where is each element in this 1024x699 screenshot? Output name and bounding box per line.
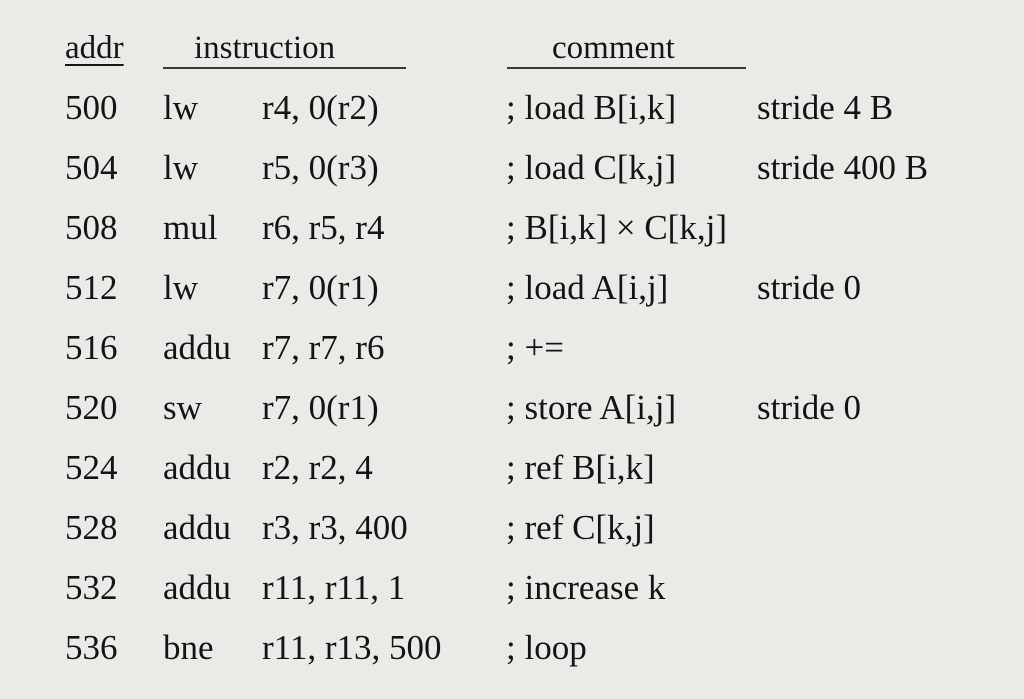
row-addr: 536 <box>65 628 118 667</box>
row-operands: r4, 0(r2) <box>262 88 379 127</box>
row-comment: ; += <box>506 328 564 367</box>
row-opcode: addu <box>163 448 232 487</box>
row-operands: r11, r11, 1 <box>262 568 406 607</box>
row-addr: 500 <box>65 88 118 127</box>
row-comment: ; load A[i,j] <box>506 268 669 307</box>
row-addr: 512 <box>65 268 118 307</box>
row-comment: ; B[i,k] × C[k,j] <box>506 208 727 247</box>
row-stride: stride 4 B <box>757 88 894 127</box>
table-row: 520 sw r7, 0(r1) ; store A[i,j] stride 0 <box>0 378 1024 438</box>
table-row: 516 addu r7, r7, r6 ; += <box>0 318 1024 378</box>
row-operands: r5, 0(r3) <box>262 148 379 187</box>
table-row: 508 mul r6, r5, r4 ; B[i,k] × C[k,j] <box>0 198 1024 258</box>
row-opcode: sw <box>163 388 202 427</box>
row-comment: ; load C[k,j] <box>506 148 677 187</box>
row-addr: 504 <box>65 148 118 187</box>
row-addr: 516 <box>65 328 118 367</box>
table-row: 524 addu r2, r2, 4 ; ref B[i,k] <box>0 438 1024 498</box>
row-stride: stride 400 B <box>757 148 929 187</box>
header-comment: comment <box>552 30 675 66</box>
row-stride: stride 0 <box>757 268 862 307</box>
row-comment: ; ref C[k,j] <box>506 508 655 547</box>
table-row: 532 addu r11, r11, 1 ; increase k <box>0 558 1024 618</box>
row-addr: 524 <box>65 448 118 487</box>
table-row: 528 addu r3, r3, 400 ; ref C[k,j] <box>0 498 1024 558</box>
row-operands: r3, r3, 400 <box>262 508 408 547</box>
row-comment: ; loop <box>506 628 587 667</box>
row-operands: r7, 0(r1) <box>262 388 379 427</box>
row-operands: r6, r5, r4 <box>262 208 385 247</box>
row-comment: ; increase k <box>506 568 666 607</box>
row-stride: stride 0 <box>757 388 862 427</box>
table-row: 500 lw r4, 0(r2) ; load B[i,k] stride 4 … <box>0 78 1024 138</box>
row-addr: 532 <box>65 568 118 607</box>
row-opcode: addu <box>163 328 232 367</box>
row-opcode: addu <box>163 568 232 607</box>
row-operands: r2, r2, 4 <box>262 448 373 487</box>
row-comment: ; store A[i,j] <box>506 388 677 427</box>
row-opcode: mul <box>163 208 218 247</box>
header-comment-rule <box>507 67 746 69</box>
table-row: 512 lw r7, 0(r1) ; load A[i,j] stride 0 <box>0 258 1024 318</box>
header-instruction-rule <box>163 67 406 69</box>
row-opcode: lw <box>163 88 198 127</box>
table-row: 504 lw r5, 0(r3) ; load C[k,j] stride 40… <box>0 138 1024 198</box>
row-operands: r7, r7, r6 <box>262 328 385 367</box>
row-addr: 520 <box>65 388 118 427</box>
row-addr: 528 <box>65 508 118 547</box>
row-operands: r7, 0(r1) <box>262 268 379 307</box>
table-row: 536 bne r11, r13, 500 ; loop <box>0 618 1024 678</box>
row-operands: r11, r13, 500 <box>262 628 442 667</box>
row-opcode: lw <box>163 148 198 187</box>
row-opcode: lw <box>163 268 198 307</box>
row-opcode: bne <box>163 628 214 667</box>
header-instruction: instruction <box>194 30 336 66</box>
row-addr: 508 <box>65 208 118 247</box>
header-addr: addr <box>65 30 124 66</box>
row-opcode: addu <box>163 508 232 547</box>
row-comment: ; ref B[i,k] <box>506 448 655 487</box>
row-comment: ; load B[i,k] <box>506 88 677 127</box>
